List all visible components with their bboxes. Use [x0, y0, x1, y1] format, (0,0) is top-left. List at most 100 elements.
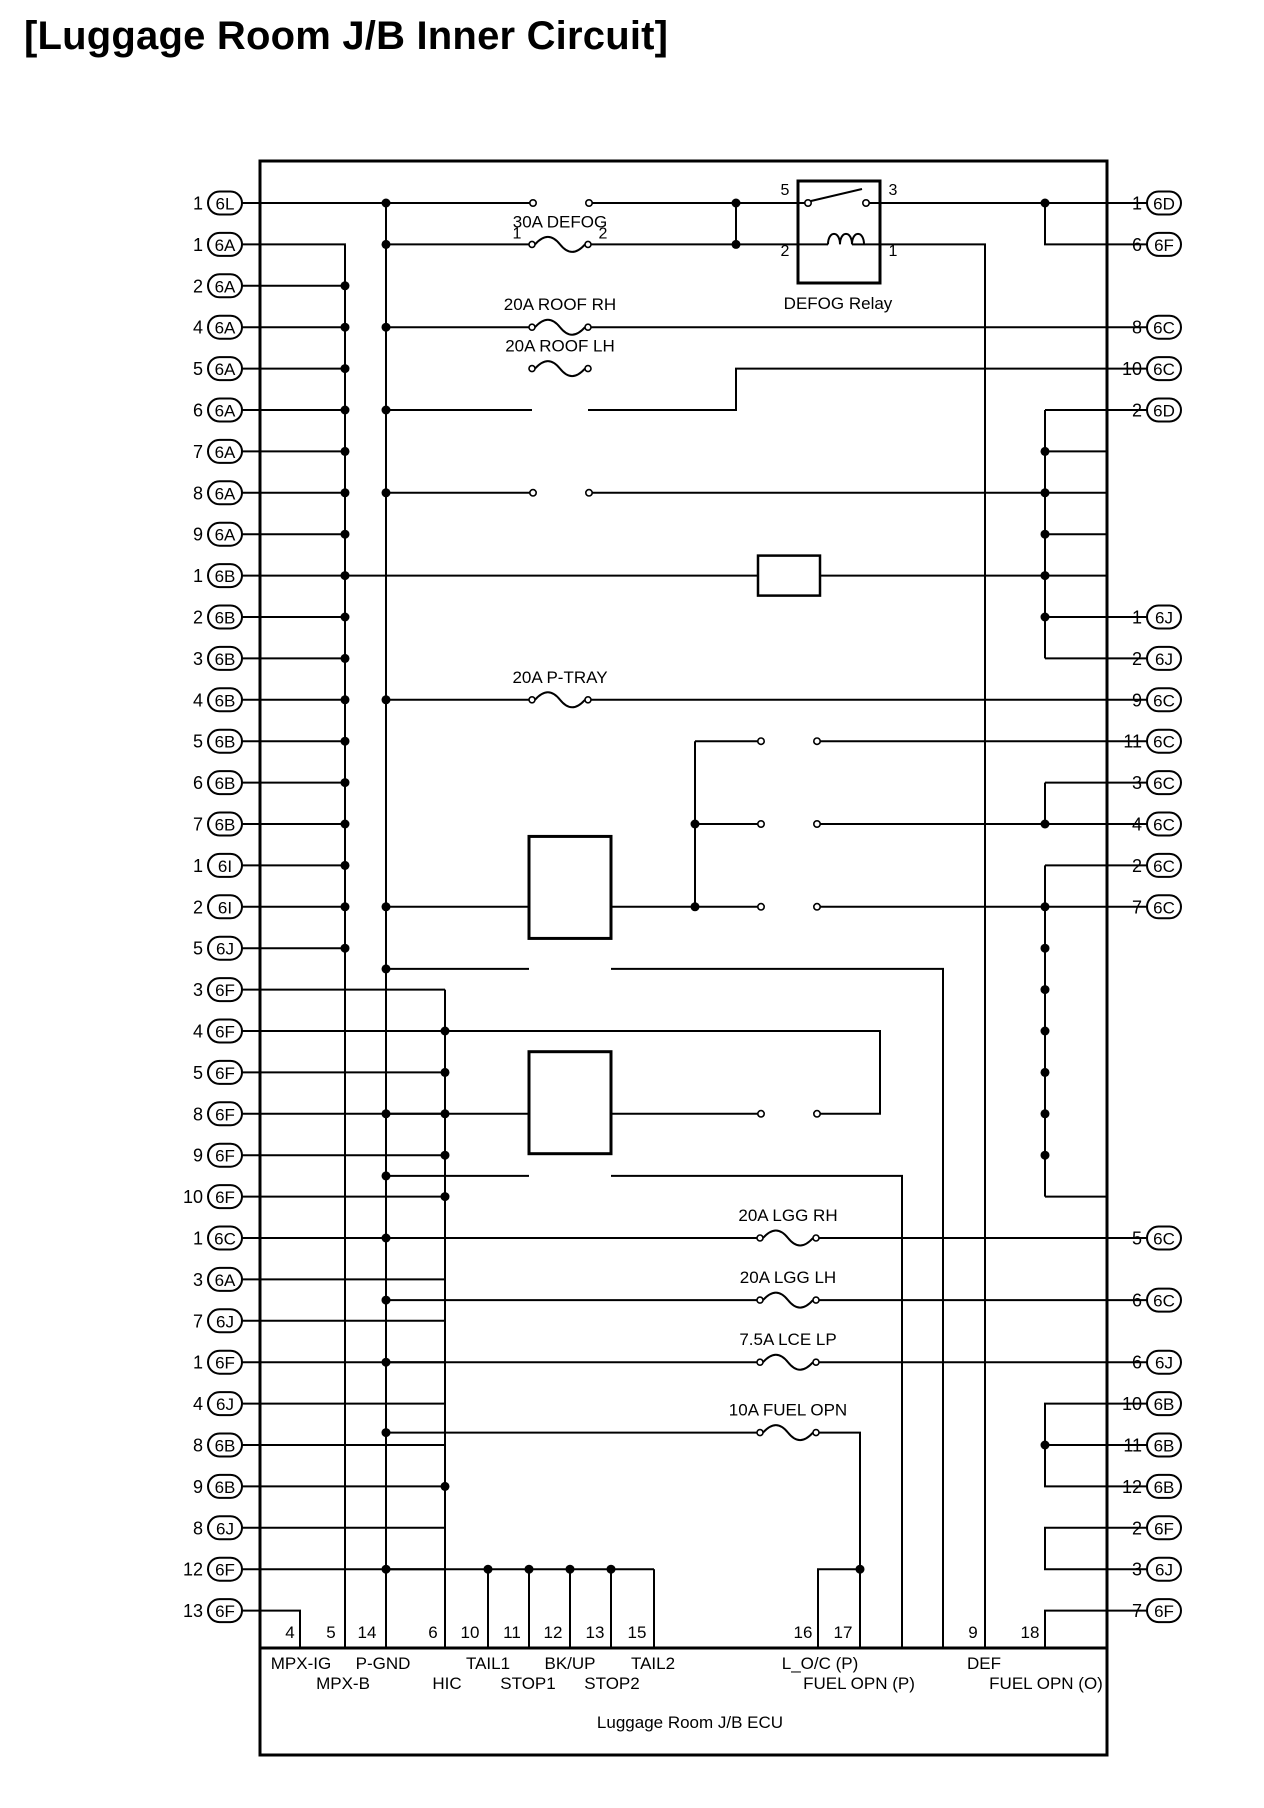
ecu-terminal-number: 13 — [586, 1623, 605, 1642]
switch-contact — [812, 1109, 821, 1118]
wire — [1044, 1609, 1107, 1648]
pin-number: 6 — [193, 401, 203, 421]
junction-dot — [381, 488, 391, 498]
fuse-label: 30A DEFOG — [513, 212, 607, 231]
relay-pin-label: 2 — [781, 243, 790, 260]
pin-number: 12 — [183, 1560, 203, 1580]
connector-id: 6J — [216, 1312, 234, 1331]
pin-number: 1 — [193, 1229, 203, 1249]
switch-contact — [584, 488, 593, 497]
left-connector-pin: 6B 9 — [193, 1473, 260, 1499]
junction-dot — [381, 405, 391, 415]
right-connector-pin: 6D1 — [1107, 190, 1182, 216]
connector-id: 6B — [215, 1478, 236, 1497]
junction-dot — [340, 405, 350, 415]
jb-box — [258, 159, 1109, 1757]
pin-number: 2 — [193, 276, 203, 296]
relay-contact-arm — [810, 188, 863, 202]
fuse-terminal — [528, 240, 536, 249]
pin-number: 3 — [193, 1270, 203, 1290]
fuse-element — [534, 318, 586, 336]
pin-number: 9 — [193, 1477, 203, 1497]
connector-id: 6C — [1153, 898, 1175, 917]
ecu-signal-label: STOP2 — [584, 1674, 639, 1693]
connector-id: 6C — [1153, 857, 1175, 876]
right-connector-pin: 6D2 — [1107, 397, 1182, 423]
switch-contact — [803, 199, 812, 208]
wire — [611, 967, 944, 1648]
left-connector-pin: 6B 2 — [193, 604, 260, 630]
connector-id: 6B — [215, 567, 236, 586]
ecu-terminal-number: 6 — [428, 1623, 437, 1642]
junction-dot — [1040, 446, 1050, 456]
fuse-terminal — [528, 364, 536, 373]
junction-dot — [440, 1150, 450, 1160]
ecu-signal-label: FUEL OPN (O) — [989, 1674, 1103, 1693]
pin-number: 1 — [193, 566, 203, 586]
switch-contact — [812, 737, 821, 746]
connector-id: 6B — [215, 609, 236, 628]
switch-contact — [756, 902, 765, 911]
junction-dot — [524, 1564, 534, 1574]
connector-id: 6B — [215, 733, 236, 752]
connector-id: 6J — [1155, 609, 1173, 628]
relay-pin-label: 3 — [889, 182, 898, 199]
connector-id: 6I — [218, 857, 232, 876]
connector-id: 6B — [215, 774, 236, 793]
junction-dot — [1040, 943, 1050, 953]
wire — [816, 1431, 861, 1570]
connector-id: 6B — [1154, 1395, 1175, 1414]
ecu-terminal-number: 5 — [326, 1623, 335, 1642]
left-connector-pin: 6B7 — [193, 811, 260, 837]
switch-contact — [812, 819, 821, 828]
pin-number: 10 — [183, 1187, 203, 1207]
pin-number: 7 — [193, 1311, 203, 1331]
right-connector-pin: 6C2 — [1107, 852, 1182, 878]
ecu-label: Luggage Room J/B ECU — [597, 1713, 783, 1732]
connector-id: 6B — [1154, 1437, 1175, 1456]
fuse-element — [762, 1424, 814, 1442]
left-connector-pin: 6A 3 — [193, 1266, 260, 1292]
ecu-signal-label: MPX-B — [316, 1674, 370, 1693]
junction-dot — [1040, 985, 1050, 995]
fuse-pin-label: 2 — [599, 225, 608, 242]
right-connector-pin: 6C8 — [1107, 314, 1182, 340]
ecu-terminal-number: 15 — [628, 1623, 647, 1642]
connector-id: 6A — [215, 1271, 236, 1290]
junction-dot — [440, 1481, 450, 1491]
fuse-element — [762, 1353, 814, 1371]
connector-id: 6F — [215, 1188, 235, 1207]
pin-number: 6 — [193, 773, 203, 793]
junction-dot — [440, 1192, 450, 1202]
fuse-pin-label: 1 — [513, 225, 522, 242]
junction-dot — [340, 736, 350, 746]
connector-pins: 6L16A16A26A46A56A66A76A86A96B16B26B36B46… — [183, 190, 1182, 1624]
fuse-label: 7.5A LCE LP — [739, 1330, 836, 1349]
fuse-terminal — [812, 1296, 820, 1304]
junction-dot — [340, 653, 350, 663]
junction-dot — [340, 529, 350, 539]
fuse-label: 20A LGG RH — [738, 1206, 837, 1225]
ecu-terminal-number: 4 — [285, 1623, 294, 1642]
pin-number: 2 — [193, 608, 203, 628]
left-connector-pin: 6A8 — [193, 480, 260, 506]
fuse-label: 10A FUEL OPN — [729, 1401, 847, 1420]
connector-id: 6B — [215, 1437, 236, 1456]
junction-dot — [340, 364, 350, 374]
wire — [588, 367, 1107, 411]
fuse-element — [762, 1229, 814, 1247]
fuse-terminal — [756, 1296, 764, 1304]
junction-dot — [340, 281, 350, 291]
left-connector-pin: 6A6 — [193, 397, 260, 423]
ecu-terminal-number: 16 — [794, 1623, 813, 1642]
pin-number: 5 — [193, 732, 203, 752]
junction-box-outline — [258, 159, 1109, 1757]
ecu-signal-label: STOP1 — [500, 1674, 555, 1693]
